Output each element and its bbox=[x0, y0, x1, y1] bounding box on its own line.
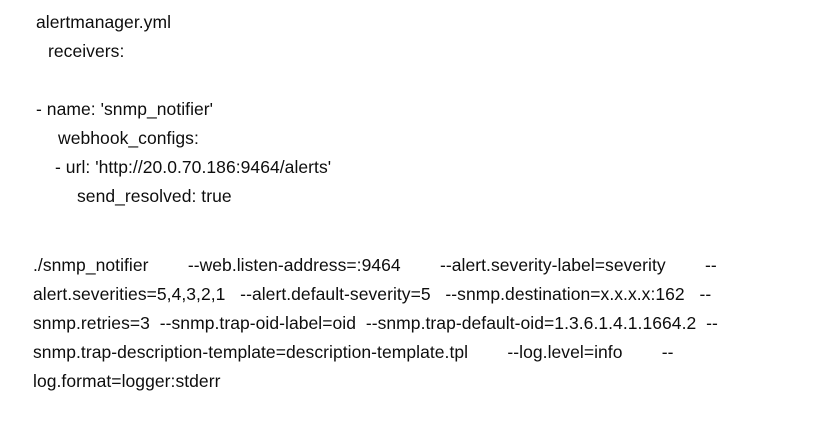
snmp-notifier-command-block: ./snmp_notifier --web.listen-address=:94… bbox=[0, 251, 828, 396]
yaml-line-filename: alertmanager.yml bbox=[36, 12, 172, 32]
yaml-line-send-resolved: send_resolved: true bbox=[77, 186, 232, 206]
alertmanager-yaml-block: alertmanager.yml receivers: - name: 'snm… bbox=[0, 8, 828, 211]
command-line-1: ./snmp_notifier --web.listen-address=:94… bbox=[33, 255, 717, 275]
yaml-line-url: - url: 'http://20.0.70.186:9464/alerts' bbox=[55, 157, 332, 177]
command-line-3: snmp.retries=3 --snmp.trap-oid-label=oid… bbox=[33, 313, 718, 333]
yaml-line-blank bbox=[0, 66, 828, 95]
yaml-line-name: - name: 'snmp_notifier' bbox=[36, 99, 214, 119]
command-line-5: log.format=logger:stderr bbox=[33, 371, 221, 391]
yaml-line-webhook-configs: webhook_configs: bbox=[58, 128, 199, 148]
yaml-line-receivers: receivers: bbox=[48, 41, 125, 61]
command-line-4: snmp.trap-description-template=descripti… bbox=[33, 342, 674, 362]
command-line-2: alert.severities=5,4,3,2,1 --alert.defau… bbox=[33, 284, 712, 304]
